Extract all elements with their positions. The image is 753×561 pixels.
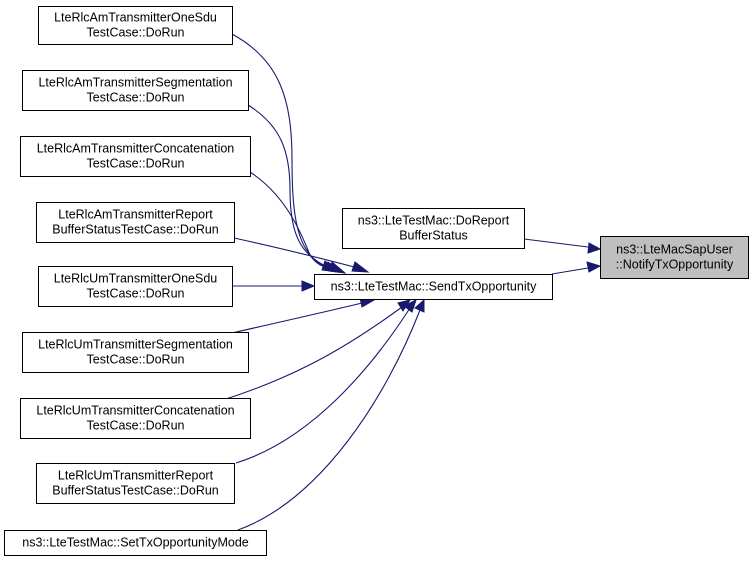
arrowhead-icon — [328, 261, 347, 274]
node-label: LteRlcUmTransmitterSegmentation — [38, 338, 233, 352]
node-label: LteRlcAmTransmitterOneSdu — [54, 11, 217, 25]
edge-line — [225, 306, 403, 400]
edge-um_seg-to-send_tx — [231, 297, 376, 334]
arrowhead-icon — [587, 242, 602, 254]
edge-line — [235, 307, 411, 464]
node-label: TestCase::DoRun — [87, 91, 185, 105]
node-box[interactable] — [4, 530, 267, 556]
node-label: LteRlcUmTransmitterConcatenation — [36, 404, 234, 418]
node-label: BufferStatus — [399, 229, 468, 243]
edge-am_seg-to-send_tx — [247, 104, 343, 273]
arrowhead-icon — [586, 261, 602, 273]
node-label: ns3::LteTestMac::DoReport — [358, 214, 510, 228]
edge-am_concat-to-send_tx — [249, 171, 347, 274]
edge-line — [237, 309, 421, 531]
node-am-seg[interactable]: LteRlcAmTransmitterSegmentationTestCase:… — [22, 70, 249, 111]
node-box[interactable] — [38, 266, 233, 307]
node-label: BufferStatusTestCase::DoRun — [52, 484, 219, 498]
node-label: TestCase::DoRun — [87, 287, 185, 301]
node-am-report[interactable]: LteRlcAmTransmitterReportBufferStatusTes… — [36, 202, 235, 243]
node-label: TestCase::DoRun — [87, 26, 185, 40]
edge-line — [523, 238, 589, 248]
edge-um_concat-to-send_tx — [225, 299, 412, 400]
edge-line — [231, 33, 331, 271]
node-am-concat[interactable]: LteRlcAmTransmitterConcatenationTestCase… — [20, 136, 251, 177]
node-label: LteRlcUmTransmitterOneSdu — [54, 272, 218, 286]
edge-am_report-to-send_tx — [233, 237, 370, 273]
arrowhead-icon — [351, 261, 370, 273]
node-um-concat[interactable]: LteRlcUmTransmitterConcatenationTestCase… — [20, 398, 251, 439]
edge-line — [231, 302, 363, 334]
edge-um_onesdu-to-send_tx — [232, 280, 316, 292]
arrowhead-icon — [301, 280, 316, 292]
node-box[interactable] — [22, 70, 249, 111]
node-label: ::NotifyTxOpportunity — [616, 258, 734, 272]
node-send-tx[interactable]: ns3::LteTestMac::SendTxOpportunity — [314, 274, 553, 300]
node-label: LteRlcAmTransmitterConcatenation — [37, 142, 235, 156]
node-box[interactable] — [38, 6, 233, 45]
node-box[interactable] — [36, 463, 235, 504]
edge-line — [249, 171, 339, 271]
edge-line — [551, 267, 589, 275]
node-box[interactable] — [20, 136, 251, 177]
arrowhead-icon — [414, 298, 425, 313]
node-label: TestCase::DoRun — [87, 157, 185, 171]
edge-send_tx-to-notify — [551, 261, 602, 275]
node-label: TestCase::DoRun — [87, 353, 185, 367]
node-box[interactable] — [20, 398, 251, 439]
node-set-mode[interactable]: ns3::LteTestMac::SetTxOpportunityMode — [4, 530, 267, 556]
node-label: TestCase::DoRun — [87, 419, 185, 433]
node-label: BufferStatusTestCase::DoRun — [52, 223, 219, 237]
node-box[interactable] — [36, 202, 235, 243]
arrowhead-icon — [403, 299, 417, 313]
node-label: ns3::LteTestMac::SendTxOpportunity — [331, 280, 537, 294]
node-label: ns3::LteTestMac::SetTxOpportunityMode — [22, 536, 249, 550]
node-label: LteRlcAmTransmitterSegmentation — [38, 76, 232, 90]
node-box[interactable] — [342, 208, 525, 249]
node-box[interactable] — [22, 332, 249, 373]
edge-line — [233, 237, 359, 269]
node-label: LteRlcUmTransmitterReport — [58, 469, 214, 483]
node-box[interactable] — [314, 274, 553, 300]
node-label: LteRlcAmTransmitterReport — [58, 208, 213, 222]
edge-um_report-to-send_tx — [235, 299, 417, 464]
edge-do_report-to-notify — [523, 238, 602, 254]
node-label: ns3::LteMacSapUser — [616, 243, 733, 257]
node-box[interactable] — [600, 236, 749, 279]
node-notify[interactable]: ns3::LteMacSapUser::NotifyTxOpportunity — [600, 236, 749, 279]
node-um-seg[interactable]: LteRlcUmTransmitterSegmentationTestCase:… — [22, 332, 249, 373]
node-um-report[interactable]: LteRlcUmTransmitterReportBufferStatusTes… — [36, 463, 235, 504]
edge-set_mode-to-send_tx — [237, 298, 425, 531]
